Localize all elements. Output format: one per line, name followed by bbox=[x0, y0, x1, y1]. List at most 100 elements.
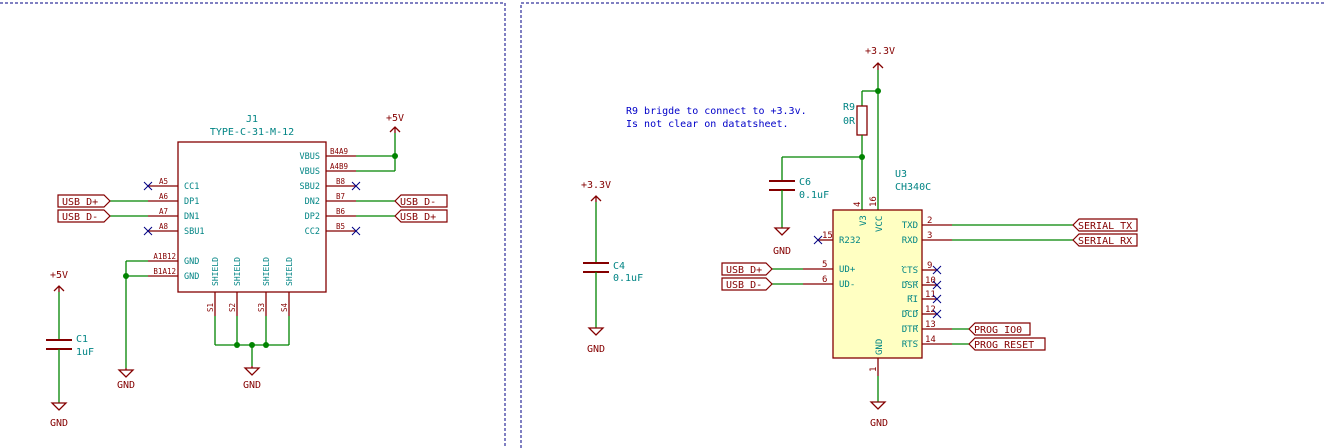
j1-pnum-b6: B6 bbox=[336, 207, 346, 216]
j1-pnum-b7: B7 bbox=[336, 192, 345, 201]
u3-pnum-3: 3 bbox=[927, 231, 932, 241]
svg-text:PROG_IO0: PROG_IO0 bbox=[974, 325, 1022, 336]
u3-pnum-9: 9 bbox=[927, 261, 932, 271]
svg-text:USB_D+: USB_D+ bbox=[62, 197, 98, 208]
j1-pnum-a7: A7 bbox=[159, 207, 168, 216]
u3-pin-dcd: DCD bbox=[902, 310, 918, 320]
c6-value: 0.1uF bbox=[799, 190, 829, 201]
u3-pnum-5: 5 bbox=[822, 260, 827, 270]
j1-pnum-b1a12: B1A12 bbox=[153, 267, 176, 276]
j1-pin-cc1: CC1 bbox=[184, 182, 199, 192]
r9-value: 0R bbox=[843, 116, 856, 127]
left-sheet-border bbox=[0, 2, 506, 448]
junction-vbus bbox=[392, 153, 398, 159]
junction-j1-gnd bbox=[123, 273, 129, 279]
no-connect-markers-u3 bbox=[813, 235, 942, 319]
label-prog-io0[interactable]: PROG_IO0 bbox=[968, 322, 1031, 336]
j1-pnum-b4a9: B4A9 bbox=[330, 147, 348, 156]
u3-pin-dtr: DTR bbox=[902, 325, 919, 335]
junction-shield-3 bbox=[263, 342, 269, 348]
j1-pin-dp1: DP1 bbox=[184, 197, 199, 207]
label-usb-dp-u3[interactable]: USB_D+ bbox=[721, 262, 773, 276]
u3-pin-txd: TXD bbox=[902, 221, 918, 231]
j1-pnum-s4: S4 bbox=[280, 302, 289, 312]
j1-pin-dn1: DN1 bbox=[184, 212, 199, 222]
capacitor-c6[interactable]: C6 0.1uF GND bbox=[769, 156, 862, 257]
j1-pnum-b8: B8 bbox=[336, 177, 346, 186]
label-serial-rx[interactable]: SERIAL_RX bbox=[1072, 233, 1138, 247]
label-prog-reset[interactable]: PROG_RESET bbox=[968, 337, 1046, 351]
j1-pin-sbu1: SBU1 bbox=[184, 227, 204, 237]
u3-pin-gnd: GND bbox=[875, 339, 885, 355]
capacitor-c1[interactable]: +5V C1 1uF GND bbox=[46, 270, 94, 429]
j1-pin-vbus-b: VBUS bbox=[300, 167, 320, 177]
u3-pnum-16: 16 bbox=[869, 196, 879, 207]
u3-pnum-6: 6 bbox=[822, 275, 827, 285]
label-usb-dn-right[interactable]: USB_D- bbox=[394, 194, 448, 208]
u3-pnum-10: 10 bbox=[925, 276, 936, 286]
j1-pin-cc2: CC2 bbox=[305, 227, 320, 237]
u3-pnum-12: 12 bbox=[925, 305, 936, 315]
c4-gnd-label: GND bbox=[587, 344, 605, 355]
design-note-line-1: R9 brigde to connect to +3.3v. bbox=[626, 106, 807, 117]
junction-v3 bbox=[859, 154, 865, 160]
u3-pnum-15: 15 bbox=[822, 231, 833, 241]
connector-j1[interactable]: J1 TYPE-C-31-M-12 CC1 DP1 DN1 SBU1 GND G… bbox=[148, 114, 356, 316]
u3-pin-cts: CTS bbox=[902, 266, 918, 276]
power-33v-u3: +3.3V bbox=[865, 46, 895, 70]
j1-body bbox=[177, 141, 327, 293]
j1-pin-sbu2: SBU2 bbox=[300, 182, 320, 192]
j1-pin-shield-1: SHIELD bbox=[211, 257, 220, 286]
svg-text:USB_D-: USB_D- bbox=[62, 212, 98, 223]
label-usb-dp-left[interactable]: USB_D+ bbox=[57, 194, 111, 208]
u3-pin-r232: R232 bbox=[839, 236, 861, 246]
j1-pin-shield-2: SHIELD bbox=[233, 257, 242, 286]
j1-pnum-s2: S2 bbox=[228, 303, 237, 312]
u3-wires bbox=[772, 224, 1073, 402]
c4-value: 0.1uF bbox=[613, 273, 643, 284]
design-note-line-2: Is not clear on datatsheet. bbox=[626, 119, 789, 130]
label-usb-dn-left[interactable]: USB_D- bbox=[57, 209, 111, 223]
resistor-r9[interactable]: R9 0R bbox=[843, 70, 879, 210]
j1-pin-shield-4: SHIELD bbox=[285, 257, 294, 286]
junction-shield-1 bbox=[234, 342, 240, 348]
j1-pnum-a5: A5 bbox=[159, 177, 168, 186]
gnd-u3: GND bbox=[869, 401, 888, 429]
j1-pnum-a4b9: A4B9 bbox=[330, 162, 348, 171]
svg-text:GND: GND bbox=[870, 418, 888, 429]
label-usb-dp-right[interactable]: USB_D+ bbox=[394, 209, 448, 223]
u3-pin-udp: UD+ bbox=[839, 265, 856, 275]
ic-u3[interactable]: U3 CH340C V3 VCC 4 16 GND 1 R232 UD+ UD-… bbox=[803, 169, 952, 376]
capacitor-c4[interactable]: +3.3V C4 0.1uF GND bbox=[581, 180, 643, 355]
no-connect-markers-j1 bbox=[143, 181, 361, 236]
svg-text:+3.3V: +3.3V bbox=[865, 46, 895, 57]
c1-power-label: +5V bbox=[50, 270, 68, 281]
u3-pin-v3: V3 bbox=[859, 215, 869, 226]
j1-pnum-b5: B5 bbox=[336, 222, 345, 231]
label-serial-tx[interactable]: SERIAL_TX bbox=[1072, 218, 1138, 232]
j1-wires bbox=[108, 133, 396, 368]
svg-text:USB_D-: USB_D- bbox=[726, 280, 762, 291]
j1-pin-gnd-a: GND bbox=[184, 257, 199, 267]
j1-pnum-s3: S3 bbox=[257, 303, 266, 312]
u3-pin-udn: UD- bbox=[839, 280, 855, 290]
j1-pin-vbus-a: VBUS bbox=[300, 152, 320, 162]
power-5v-j1: +5V bbox=[386, 113, 404, 133]
c4-power-label: +3.3V bbox=[581, 180, 611, 191]
j1-ref: J1 bbox=[246, 114, 258, 125]
c6-gnd-label: GND bbox=[773, 246, 791, 257]
u3-pin-rxd: RXD bbox=[902, 236, 918, 246]
svg-text:SERIAL_RX: SERIAL_RX bbox=[1078, 236, 1132, 247]
svg-text:USB_D-: USB_D- bbox=[400, 197, 436, 208]
u3-pin-dsr: DSR bbox=[902, 281, 919, 291]
u3-body bbox=[832, 209, 923, 359]
svg-text:USB_D+: USB_D+ bbox=[726, 265, 762, 276]
u3-pin-rts: RTS bbox=[902, 340, 918, 350]
u3-pnum-13: 13 bbox=[925, 320, 936, 330]
gnd-j1-left: GND bbox=[117, 368, 135, 391]
j1-pin-dn2: DN2 bbox=[305, 197, 320, 207]
label-usb-dn-u3[interactable]: USB_D- bbox=[721, 277, 773, 291]
svg-text:+5V: +5V bbox=[386, 113, 404, 124]
junction-shield-2 bbox=[249, 342, 255, 348]
u3-pnum-2: 2 bbox=[927, 216, 932, 226]
